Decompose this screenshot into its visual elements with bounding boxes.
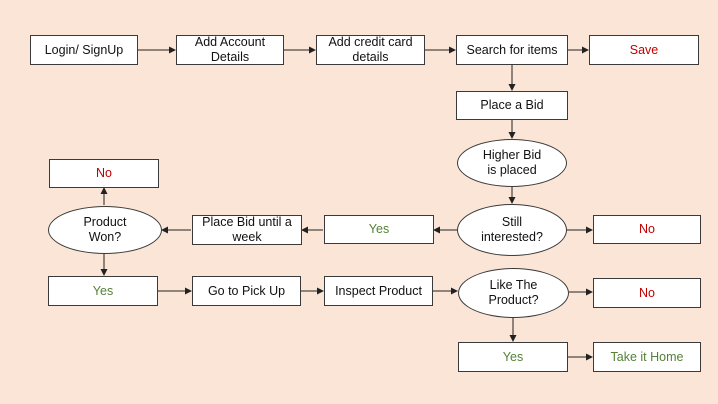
node-place-bid-until-week: Place Bid until a week — [192, 215, 302, 245]
node-still-interested-label: Still interested? — [481, 215, 543, 244]
node-product-won-yes: Yes — [48, 276, 158, 306]
node-search-for-items: Search for items — [456, 35, 568, 65]
node-save-label: Save — [629, 42, 659, 57]
node-product-won-no: No — [49, 159, 159, 188]
node-add-account-details-label: Add Account Details — [194, 35, 266, 64]
node-login-signup: Login/ SignUp — [30, 35, 138, 65]
node-add-account-details: Add Account Details — [176, 35, 284, 65]
node-product-won-yes-label: Yes — [92, 283, 114, 298]
node-still-interested-no-label: No — [639, 222, 655, 236]
node-save: Save — [589, 35, 699, 65]
node-go-to-pick-up-label: Go to Pick Up — [207, 283, 286, 298]
node-place-a-bid-label: Place a Bid — [480, 98, 544, 112]
node-product-won-no-label: No — [96, 166, 112, 180]
node-like-the-product-label: Like The Product? — [488, 278, 539, 307]
node-go-to-pick-up: Go to Pick Up — [192, 276, 301, 306]
node-like-product-no-label: No — [639, 285, 655, 300]
node-still-interested-no: No — [593, 215, 701, 244]
node-still-interested: Still interested? — [457, 204, 567, 256]
node-take-it-home: Take it Home — [593, 342, 701, 372]
node-login-signup-label: Login/ SignUp — [44, 42, 124, 57]
node-like-the-product: Like The Product? — [458, 268, 569, 318]
node-inspect-product: Inspect Product — [324, 276, 433, 306]
node-add-credit-card-details: Add credit card details — [316, 35, 425, 65]
node-inspect-product-label: Inspect Product — [335, 283, 422, 298]
node-like-product-yes-label: Yes — [502, 349, 524, 364]
node-still-interested-yes: Yes — [324, 215, 434, 244]
node-like-product-no: No — [593, 278, 701, 308]
node-higher-bid-placed: Higher Bid is placed — [457, 139, 567, 187]
node-product-won: Product Won? — [48, 206, 162, 254]
node-higher-bid-placed-label: Higher Bid is placed — [482, 148, 542, 177]
node-place-a-bid: Place a Bid — [456, 91, 568, 120]
node-add-credit-card-details-label: Add credit card details — [328, 35, 413, 64]
node-search-for-items-label: Search for items — [466, 42, 558, 57]
node-take-it-home-label: Take it Home — [610, 349, 684, 364]
node-place-bid-until-week-label: Place Bid until a week — [202, 215, 292, 244]
node-product-won-label: Product Won? — [83, 215, 127, 244]
node-still-interested-yes-label: Yes — [368, 222, 390, 236]
node-like-product-yes: Yes — [458, 342, 568, 372]
